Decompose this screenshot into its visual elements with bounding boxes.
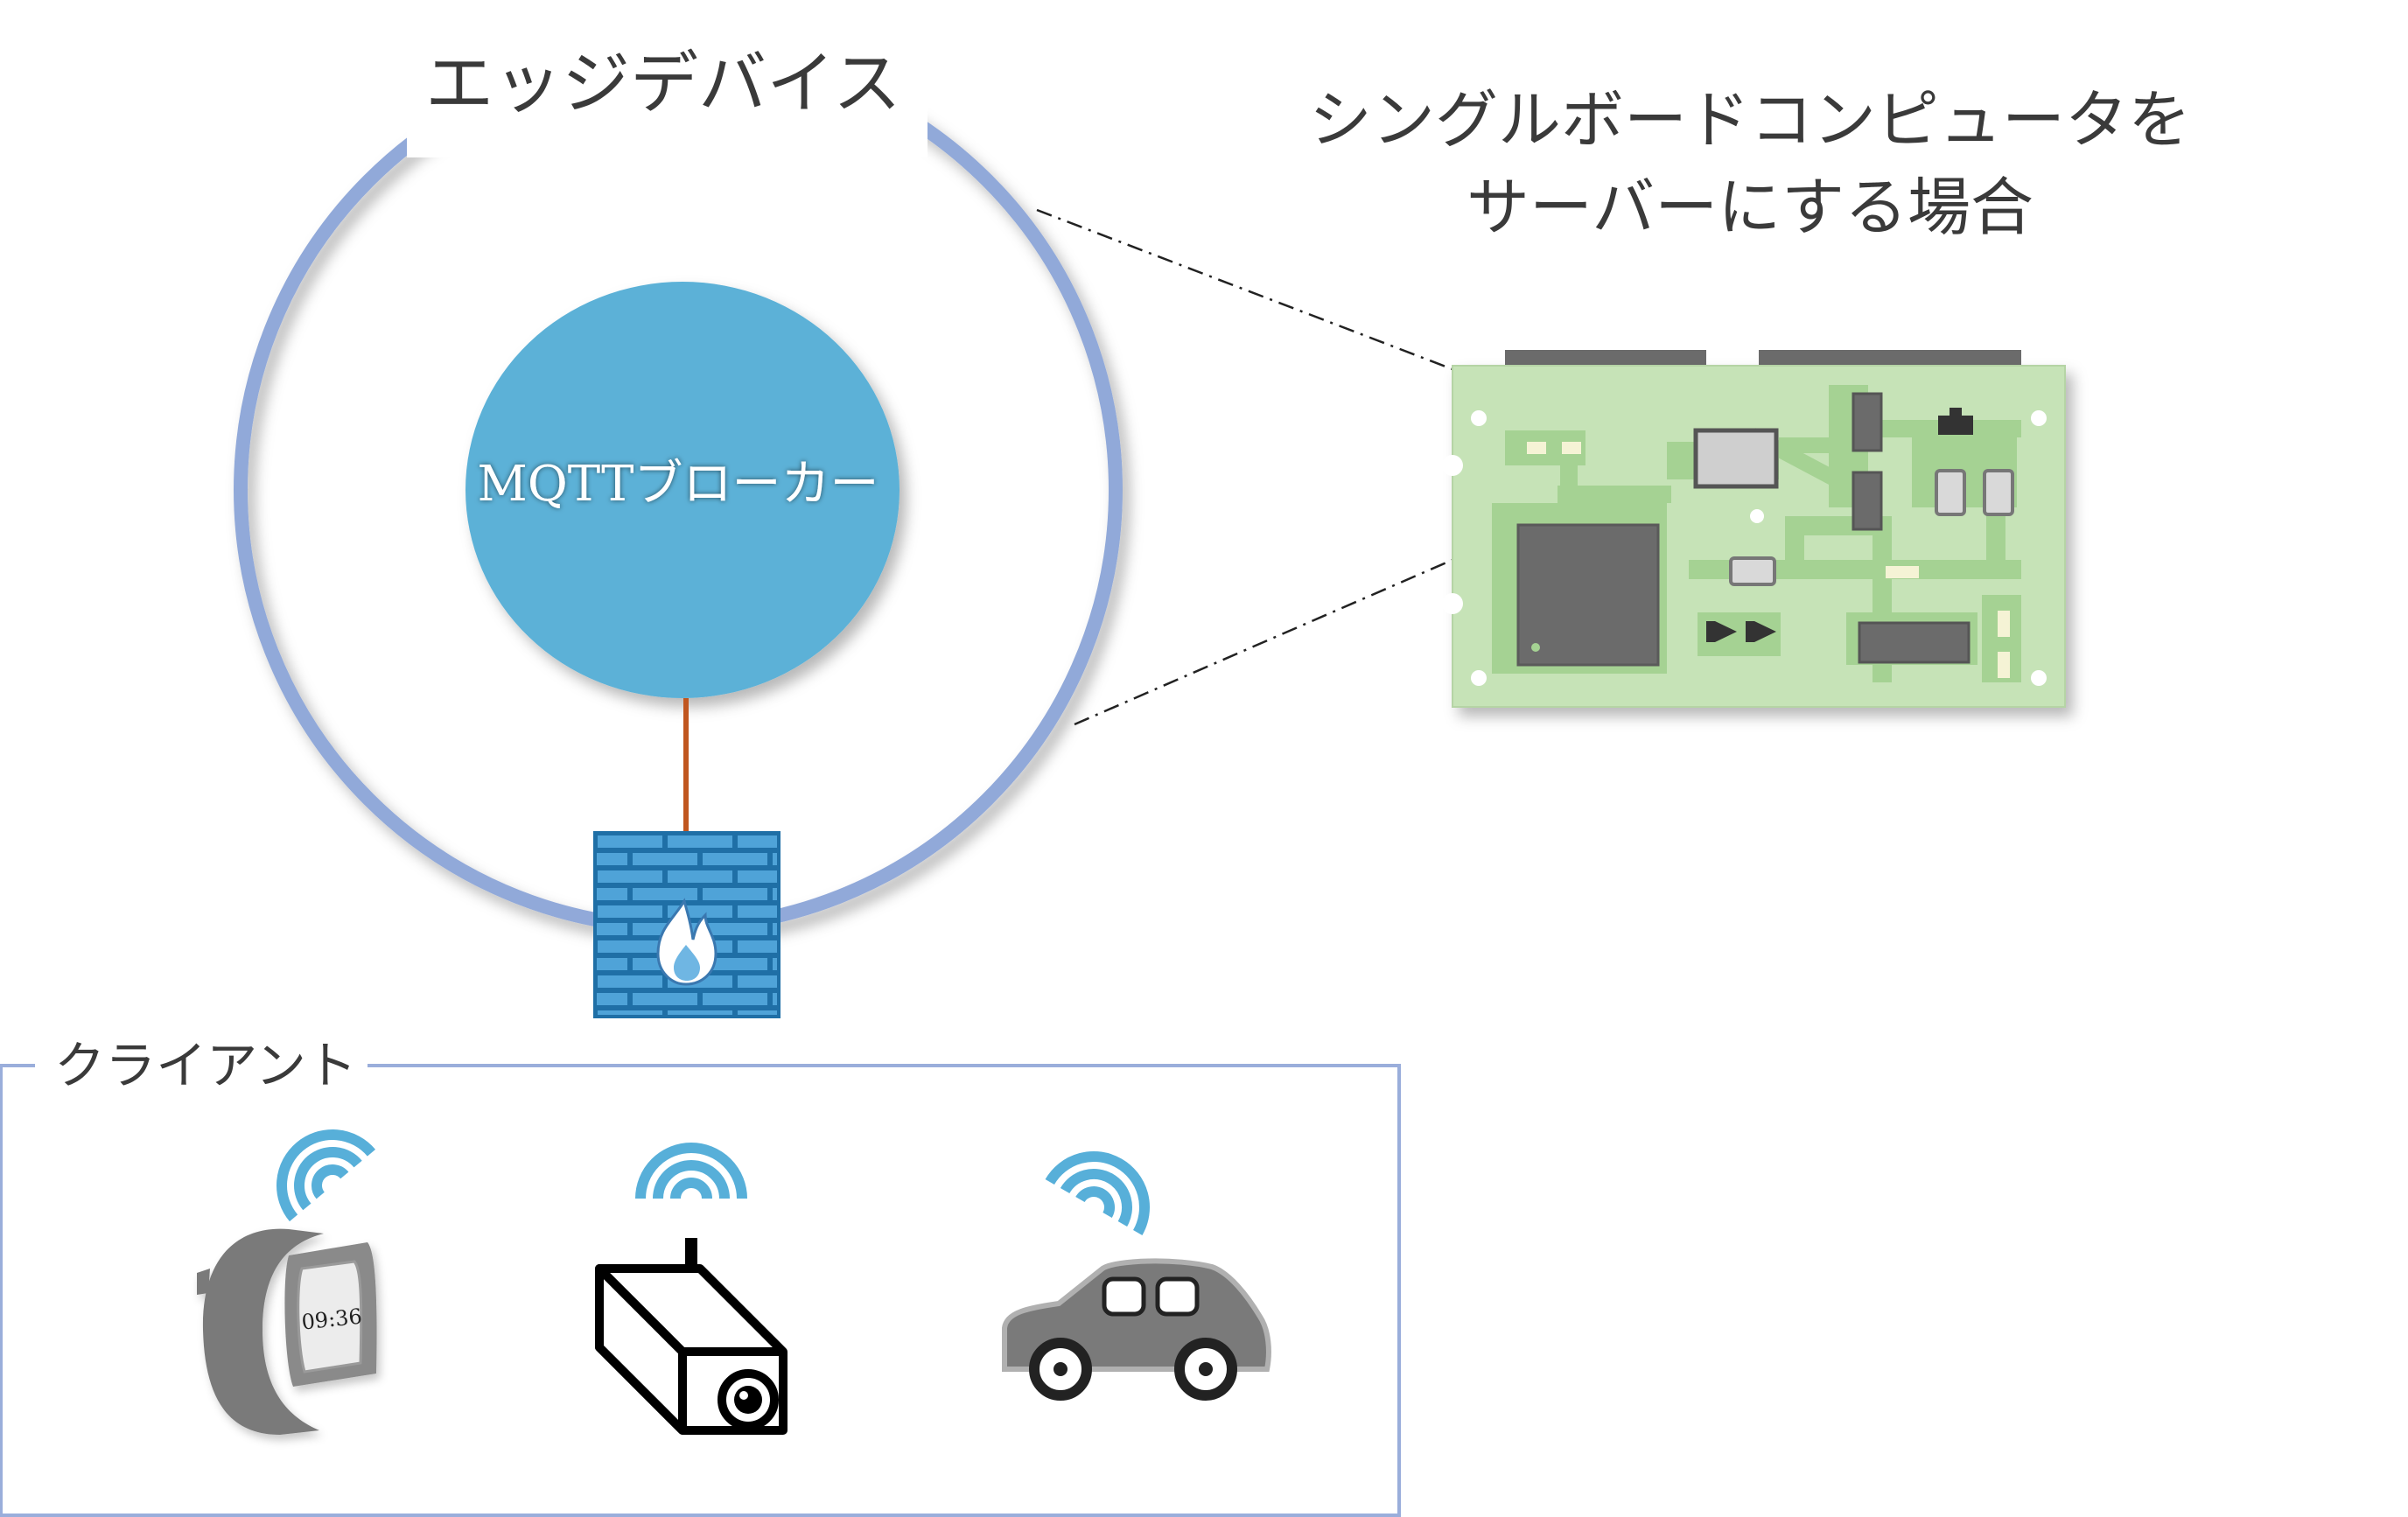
car-icon [1002,1258,1271,1401]
security-camera-icon [595,1238,788,1435]
firewall-icon [593,831,780,1018]
single-board-computer [1442,350,2066,708]
smartwatch-icon: 09:36 [197,1228,377,1435]
flame-icon [656,898,718,986]
clients-box [0,1064,1401,1517]
mqtt-broker-label: MQTTブローカー [478,456,879,513]
callout-lines [1036,208,1453,726]
mqtt-broker-circle [466,282,900,698]
wifi-icon [1045,1151,1150,1235]
clients-title: クライアント [54,1036,357,1095]
edge-device-title: エッジデバイス [425,45,901,123]
sbc-caption-line2: サーバーにする場合 [1466,171,2034,244]
sbc-caption-line1: シングルボードコンピュータを [1309,83,2191,157]
clients-group: クライアント 09:36 [0,1036,1401,1517]
cpu-chip [1516,523,1660,667]
edge-device-group: エッジデバイス MQTTブローカー [234,26,1123,1018]
wifi-icon [276,1129,376,1222]
wifi-icon [635,1143,747,1199]
